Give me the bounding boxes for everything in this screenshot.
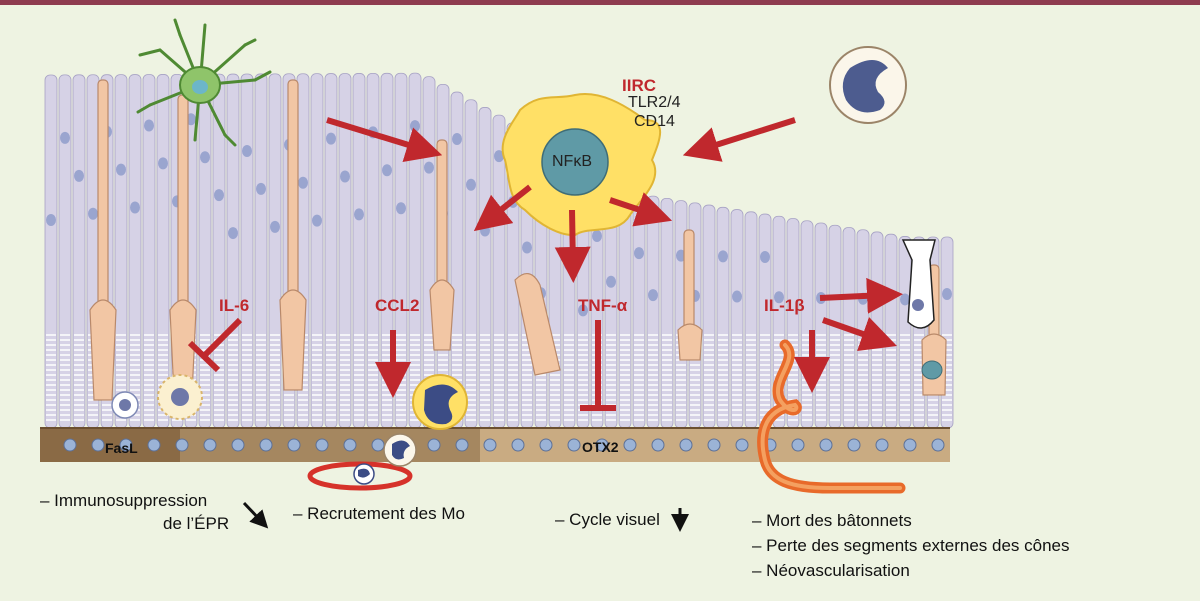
effect-immunosuppression: – Immunosuppression [40, 491, 208, 510]
suppressed-macrophage [111, 374, 203, 420]
effect-perte-segments: – Perte des segments externes des cônes [752, 536, 1070, 555]
effect-neovascularisation: – Néovascularisation [752, 561, 910, 580]
il1b-label: IL-1β [764, 296, 805, 315]
tnfa-label: TNF-α [578, 296, 628, 315]
neovascular-vessel [757, 339, 906, 494]
ccl2-label: CCL2 [375, 296, 420, 315]
iirc-label: IIRC [622, 76, 656, 95]
top-border [0, 0, 1200, 5]
blood-vessel [307, 433, 417, 491]
microglia-nucleus [192, 80, 208, 94]
recruited-macrophage [412, 374, 468, 430]
il6-label: IL-6 [219, 296, 250, 315]
macrophage-cell [501, 93, 662, 237]
cone-cells [89, 79, 947, 401]
monocyte-cell [829, 46, 907, 124]
signal-arrows [326, 117, 903, 398]
epr-layer [40, 427, 950, 462]
inhibition-lines [187, 317, 616, 411]
otx2-label: OTX2 [582, 439, 619, 455]
nfkb-nucleus [541, 128, 609, 196]
effect-immunosuppression-epr: de l’ÉPR [163, 514, 230, 533]
effect-cycle-visuel: – Cycle visuel [555, 510, 660, 529]
epr-nuclei [63, 438, 945, 452]
fasl-label: FasL [105, 440, 138, 456]
effect-mort-batonnets: – Mort des bâtonnets [752, 511, 912, 530]
effect-recrutement: – Recrutement des Mo [293, 504, 465, 523]
dying-rod-cell [901, 239, 943, 380]
tlr-label: TLR2/4 [628, 94, 681, 111]
decrease-arrow-icon [242, 501, 269, 529]
cd14-label: CD14 [634, 113, 675, 130]
nfkb-label: NFκB [552, 153, 592, 170]
